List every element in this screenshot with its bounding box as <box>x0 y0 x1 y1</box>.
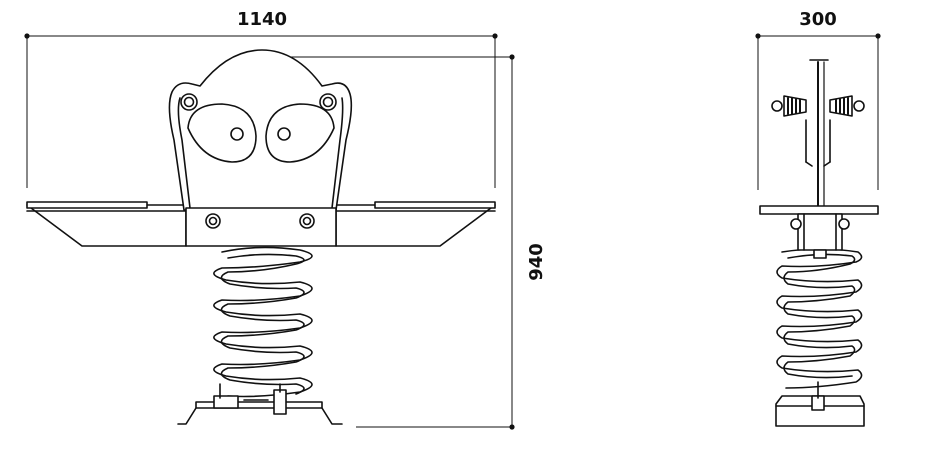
side-spring <box>776 248 863 389</box>
front-head <box>168 49 353 211</box>
right-eye <box>265 103 335 163</box>
dimension-height: 940 <box>526 243 547 281</box>
dimension-lines <box>24 33 881 430</box>
front-bracket <box>185 207 337 247</box>
side-base <box>775 381 865 427</box>
front-view <box>26 49 496 425</box>
front-spring <box>213 246 313 398</box>
dimension-front-width: 1140 <box>237 9 287 30</box>
side-seat <box>759 205 879 259</box>
side-handle <box>771 59 865 209</box>
front-base <box>177 383 343 425</box>
side-view <box>759 59 879 427</box>
dimension-side-width: 300 <box>799 9 837 30</box>
left-eye <box>187 103 257 163</box>
